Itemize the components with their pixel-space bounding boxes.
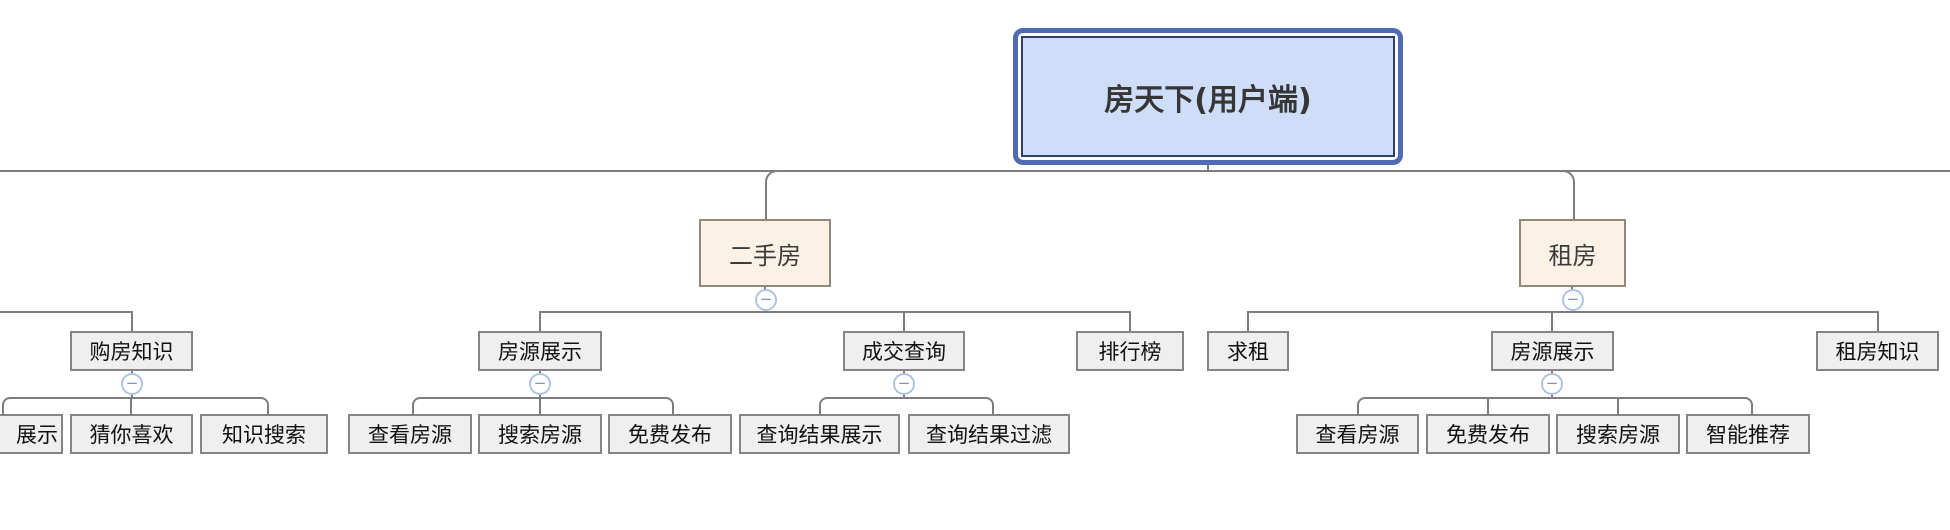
node-free-publish-secondhand[interactable]: 免费发布: [608, 414, 732, 454]
node-knowledge-search[interactable]: 知识搜索: [200, 414, 328, 454]
collapse-icon[interactable]: −: [1541, 373, 1563, 395]
connector-drop-guess-you-like: [130, 397, 132, 414]
node-deal-query[interactable]: 成交查询: [843, 331, 965, 371]
node-query-result-filter[interactable]: 查询结果过滤: [908, 414, 1070, 454]
node-search-listings-secondhand[interactable]: 搜索房源: [478, 414, 602, 454]
connector-listing2-children-bracket: [1357, 397, 1753, 416]
collapse-icon[interactable]: −: [1562, 289, 1584, 311]
connector-root-children-line: [0, 170, 1950, 172]
node-rent-knowledge[interactable]: 租房知识: [1816, 331, 1939, 371]
connector-drop-dealquery: [903, 311, 905, 331]
node-buy-knowledge[interactable]: 购房知识: [70, 331, 193, 371]
connector-rent-bracket: [1248, 311, 1878, 313]
connector-elbow-secondhand: [765, 170, 793, 221]
connector-drop-listing2: [1551, 311, 1553, 331]
connector-offscreen-bracket: [0, 311, 132, 313]
node-seek-rent[interactable]: 求租: [1207, 331, 1289, 371]
node-free-publish-rent[interactable]: 免费发布: [1426, 414, 1550, 454]
connector-dealquery-children-bracket: [819, 397, 994, 416]
node-view-listings-rent[interactable]: 查看房源: [1296, 414, 1419, 454]
connector-drop-search-listing2: [1617, 397, 1619, 414]
node-listing-showcase-rent[interactable]: 房源展示: [1491, 331, 1614, 371]
collapse-icon[interactable]: −: [529, 373, 551, 395]
connector-drop-seekrent: [1247, 311, 1249, 331]
connector-root-stub: [1207, 163, 1209, 172]
node-secondhand-house[interactable]: 二手房: [699, 219, 831, 287]
connector-drop-buyknowledge: [131, 311, 133, 331]
collapse-icon[interactable]: −: [121, 373, 143, 395]
node-ranking-list[interactable]: 排行榜: [1076, 331, 1184, 371]
node-smart-recommend[interactable]: 智能推荐: [1686, 414, 1810, 454]
collapse-icon[interactable]: −: [893, 373, 915, 395]
connector-drop-ranking: [1129, 311, 1131, 331]
node-view-listings-secondhand[interactable]: 查看房源: [348, 414, 472, 454]
root-node-label: 房天下(用户端): [1021, 36, 1395, 157]
node-listing-showcase-secondhand[interactable]: 房源展示: [478, 331, 602, 371]
connector-listing1-children-bracket: [412, 397, 674, 416]
node-guess-you-like[interactable]: 猜你喜欢: [70, 414, 193, 454]
node-root[interactable]: 房天下(用户端): [1013, 28, 1403, 165]
connector-drop-rentknowledge: [1877, 311, 1879, 331]
node-query-result-display[interactable]: 查询结果展示: [739, 414, 900, 454]
connector-elbow-rent: [1547, 170, 1575, 221]
node-search-listings-rent[interactable]: 搜索房源: [1556, 414, 1680, 454]
connector-drop-free-publish2: [1487, 397, 1489, 414]
node-rent-house[interactable]: 租房: [1519, 219, 1626, 287]
collapse-icon[interactable]: −: [755, 289, 777, 311]
connector-secondhand-bracket: [540, 311, 1130, 313]
connector-drop-listing1: [539, 311, 541, 331]
connector-buyknowledge-children-bracket: [2, 397, 269, 416]
node-knowledge-display-partial[interactable]: 展示: [0, 414, 63, 454]
connector-drop-search-listing1: [539, 397, 541, 414]
